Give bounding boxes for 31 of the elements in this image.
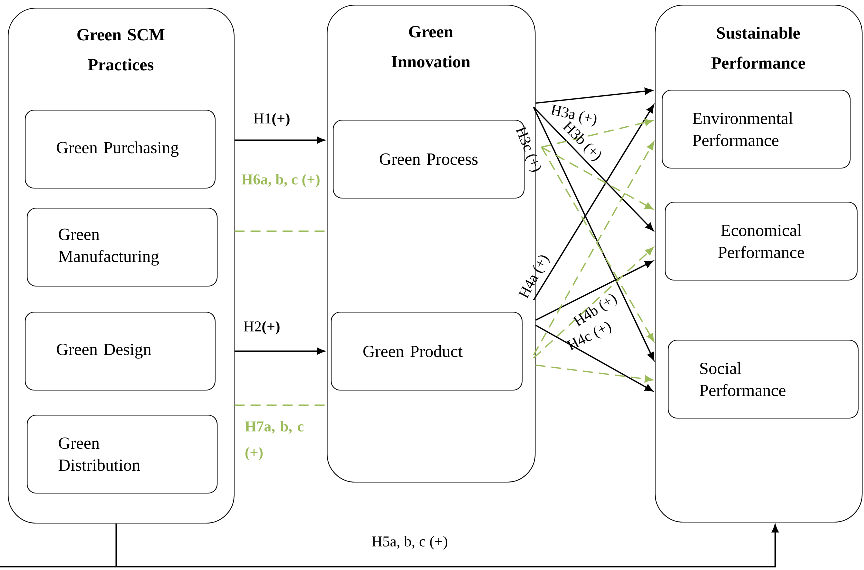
edge-label: H2(+)	[244, 321, 280, 335]
process-box: Environmental Performance	[662, 90, 851, 169]
edge-label: H1(+)	[254, 113, 290, 127]
dashed-line	[234, 404, 327, 406]
arrow	[234, 348, 326, 355]
process-box: Green Design	[25, 312, 216, 391]
dashed-arrow	[541, 147, 654, 342]
arrow	[533, 107, 655, 361]
arrow	[234, 136, 326, 144]
process-box: Social Performance	[668, 340, 859, 419]
dashed-arrow	[542, 119, 654, 148]
edge-label: H6a, b, c (+)	[242, 174, 320, 188]
arrow	[533, 104, 654, 301]
dashed-arrow	[533, 247, 654, 359]
arrow	[536, 88, 654, 104]
dashed-arrow	[533, 142, 654, 356]
process-box: Economical Performance	[665, 202, 858, 281]
process-box: Green Distribution	[27, 415, 218, 494]
arrow	[533, 106, 654, 232]
arrow	[0, 524, 779, 568]
arrow	[536, 260, 654, 321]
process-box: Green Product	[331, 312, 523, 391]
edge-label: H4a (+)	[518, 256, 550, 300]
dashed-arrow	[541, 146, 654, 210]
process-box: Green Purchasing	[25, 110, 216, 189]
process-box: Green Manufacturing	[27, 208, 218, 287]
edge-label: H7a, b, c (+)	[245, 421, 304, 461]
arrow	[536, 324, 654, 392]
edge-label: H5a, b, c (+)	[372, 536, 448, 550]
dashed-line	[234, 230, 327, 232]
dashed-arrow	[536, 364, 654, 383]
